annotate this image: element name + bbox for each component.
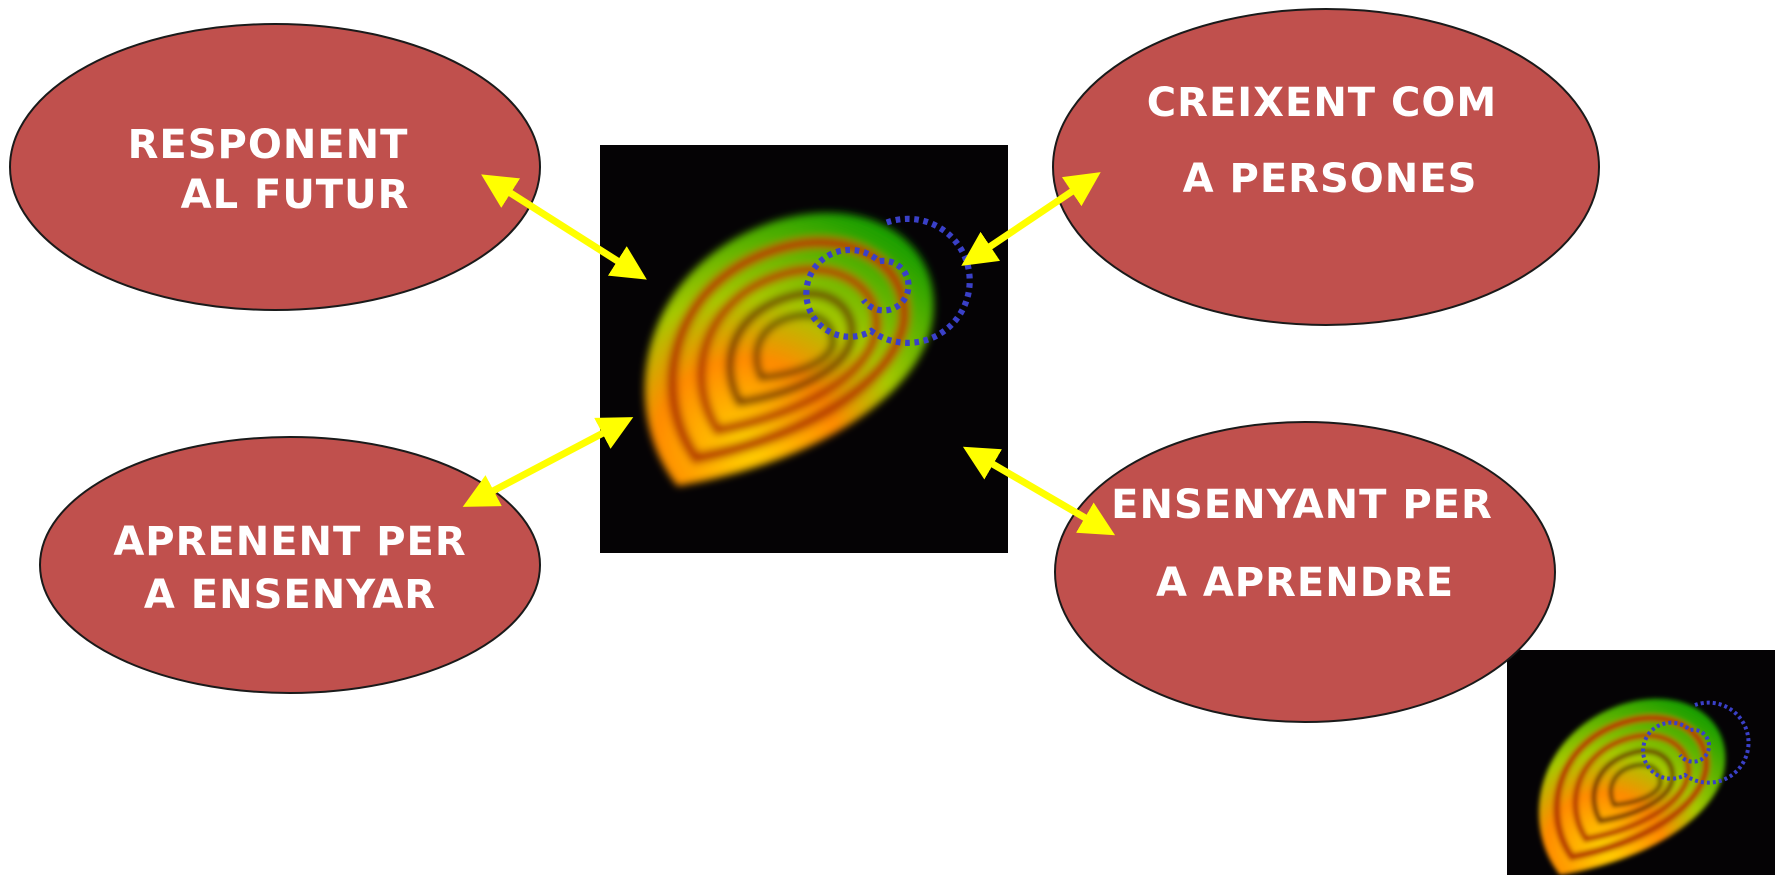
node-bottom-left-line-1: APRENENT PER bbox=[113, 519, 466, 565]
node-top-left-line-1: RESPONENT bbox=[128, 122, 409, 168]
node-top-left-line-2: AL FUTUR bbox=[181, 172, 410, 218]
node-bottom-left-line-2: A ENSENYAR bbox=[144, 572, 436, 618]
arrow-top-left bbox=[481, 174, 647, 280]
node-top-right-line-2: A PERSONES bbox=[1183, 156, 1478, 202]
arrow-bottom-left bbox=[462, 417, 634, 507]
node-top-right: CREIXENT COM A PERSONES bbox=[1052, 8, 1600, 326]
node-bottom-right: ENSENYANT PER A APRENDRE bbox=[1054, 421, 1556, 723]
node-bottom-right-line-2: A APRENDRE bbox=[1156, 560, 1454, 606]
arrow-bottom-right bbox=[962, 446, 1116, 536]
node-bottom-left: APRENENT PER A ENSENYAR bbox=[39, 436, 541, 694]
connector-arrows bbox=[462, 172, 1116, 536]
node-bottom-right-line-1: ENSENYANT PER bbox=[1111, 482, 1493, 528]
arrow-top-right bbox=[961, 172, 1101, 266]
corner-shell-image bbox=[1507, 650, 1775, 875]
node-top-right-line-1: CREIXENT COM bbox=[1147, 80, 1497, 126]
center-shell-image bbox=[600, 145, 1008, 553]
node-top-left: RESPONENT AL FUTUR bbox=[9, 23, 541, 311]
